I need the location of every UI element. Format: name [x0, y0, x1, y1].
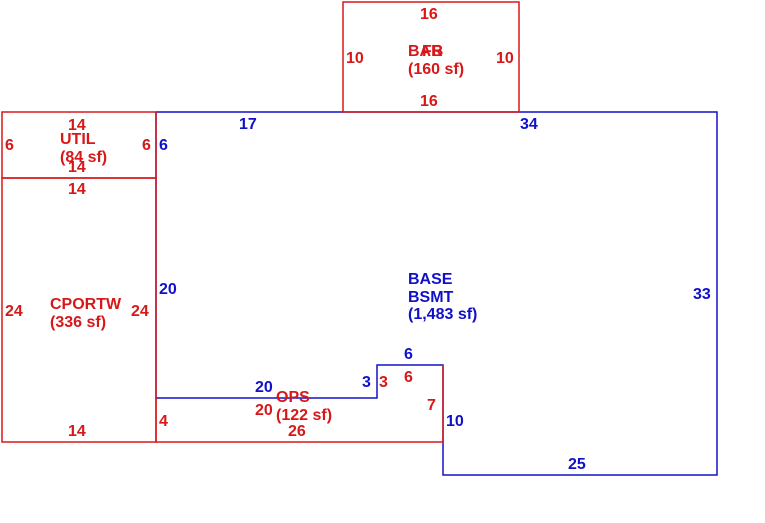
barb-dim-left: 10 [346, 50, 364, 67]
cportw-dim-right: 24 [131, 303, 149, 320]
barb-dim-bottom: 16 [420, 93, 438, 110]
base-dim-ledge: 20 [255, 379, 273, 396]
cportw-dim-bottom: 14 [68, 423, 86, 440]
ops-dim-step-top: 6 [404, 369, 413, 386]
base-dim-top-right: 34 [520, 116, 538, 133]
util-dim-right: 6 [142, 137, 151, 154]
cportw-dim-left: 24 [5, 303, 23, 320]
base-dim-top-left: 17 [239, 116, 257, 133]
base-dim-bottom: 25 [568, 456, 586, 473]
base-dim-step-top: 6 [404, 346, 413, 363]
base-dim-right: 33 [693, 286, 711, 303]
ops-dim-top: 20 [255, 402, 273, 419]
base-dimensions: 17 34 6 20 33 25 6 3 10 20 [159, 116, 711, 473]
addon-areas [1, 1, 520, 443]
cportw-code-label: CPORTW [50, 296, 122, 313]
cportw-outline [1, 177, 157, 443]
addon-text: BAR FB (160 sf) 16 16 10 10 UTIL (84 sf)… [5, 6, 514, 440]
ops-dim-left: 4 [159, 413, 168, 430]
barb-dim-right: 10 [496, 50, 514, 67]
base-labels: BASE BSMT (1,483 sf) [408, 271, 477, 323]
util-dim-bottom: 14 [68, 159, 86, 176]
util-area-label: (84 sf) [60, 149, 107, 166]
ops-dim-bottom: 26 [288, 423, 306, 440]
util-code-label: UTIL [60, 131, 96, 148]
barb-dim-top: 16 [420, 6, 438, 23]
base-subcode-label: BSMT [408, 289, 454, 306]
base-dim-step-right: 10 [446, 413, 464, 430]
barb-code1-label: BAR [408, 43, 443, 60]
base-dim-left-upper: 6 [159, 137, 168, 154]
base-code-label: BASE [408, 271, 453, 288]
util-dim-left: 6 [5, 137, 14, 154]
ops-outline [155, 365, 444, 443]
ops-dim-right: 7 [427, 397, 436, 414]
cportw-dim-top: 14 [68, 181, 86, 198]
barb-code2-label: FB [422, 43, 443, 60]
base-dim-left-mid: 20 [159, 281, 177, 298]
ops-code-label: OPS [276, 389, 310, 406]
base-dim-step-left: 3 [362, 374, 371, 391]
ops-area-label: (122 sf) [276, 407, 332, 424]
cportw-area-label: (336 sf) [50, 314, 106, 331]
base-area-label: (1,483 sf) [408, 306, 477, 323]
util-dim-top: 14 [68, 117, 86, 134]
barb-outline [342, 1, 520, 113]
barb-area-label: (160 sf) [408, 61, 464, 78]
ops-dim-step: 3 [379, 374, 388, 391]
